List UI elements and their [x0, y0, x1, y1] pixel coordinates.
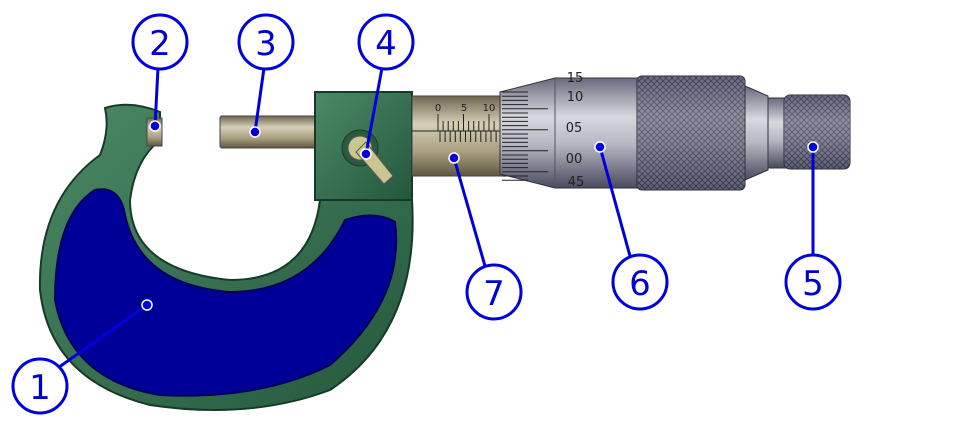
callout-5: 5	[784, 141, 842, 311]
callout-number: 5	[802, 264, 824, 304]
sleeve-scale-10: 10	[483, 103, 496, 114]
sleeve-scale-0: 0	[435, 103, 441, 114]
sleeve: 0 5 10	[411, 95, 505, 177]
thimble-scale-45: 45	[568, 175, 585, 190]
ratchet	[744, 85, 851, 181]
sleeve-scale-5: 5	[461, 103, 467, 114]
callout-number: 3	[255, 24, 277, 64]
spindle	[219, 115, 321, 149]
callout-number: 2	[149, 24, 171, 64]
thimble-scale-05: 05	[566, 121, 583, 136]
thimble-scale-10: 10	[567, 90, 584, 105]
callout-3: 3	[237, 13, 295, 138]
callout-number: 4	[375, 24, 397, 64]
thimble: 15 10 05 00 45	[499, 71, 746, 191]
callout-2: 2	[131, 13, 189, 132]
callout-number: 7	[483, 274, 505, 314]
callout-number: 6	[629, 264, 651, 304]
thimble-scale-00: 00	[566, 152, 583, 167]
thimble-scale-15: 15	[567, 71, 584, 86]
callout-1: 1	[11, 299, 153, 415]
callout-7: 7	[448, 152, 523, 321]
callout-number: 1	[29, 368, 51, 408]
callout-6: 6	[594, 141, 669, 311]
frame-insulation	[53, 188, 398, 397]
callout-4: 4	[357, 13, 415, 160]
